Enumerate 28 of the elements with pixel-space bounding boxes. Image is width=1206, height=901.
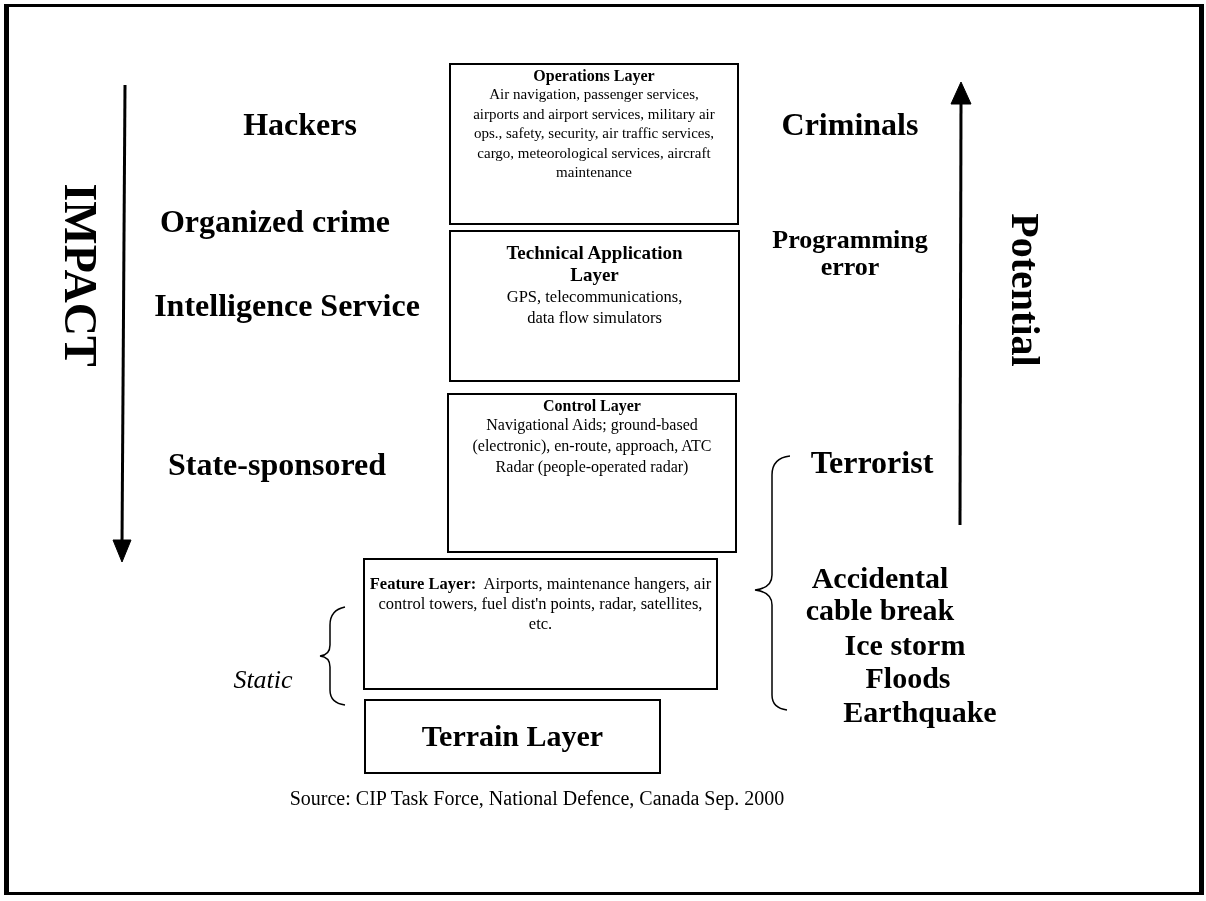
layer-box: [449, 230, 740, 382]
layer-box: [449, 63, 739, 225]
threat-label: Hackers: [243, 108, 357, 142]
threat-label: State-sponsored: [167, 448, 387, 482]
brace-label: Static: [233, 666, 293, 694]
threat-label: Floods: [865, 662, 951, 694]
threat-label: Earthquake: [843, 696, 997, 728]
threat-label: Terrorist: [810, 446, 934, 480]
layer-box: [363, 558, 718, 690]
layer-title: Control Layer: [542, 397, 642, 416]
layer-description: Air navigation, passenger services, airports and airport services, military air ops., safety, security, air traffic services, cargo, meteorological services, aircraft maintenance: [472, 85, 716, 183]
layer-title: Technical Application Layer: [505, 241, 684, 286]
threat-label: Criminals: [781, 108, 919, 142]
threat-label: Intelligence Service: [154, 289, 420, 323]
threat-label: Ice storm: [844, 629, 966, 661]
threat-label: Organized crime: [159, 205, 391, 239]
axis-title: IMPACT: [55, 183, 105, 367]
layer-box: [447, 393, 737, 553]
layer-title: Operations Layer: [532, 67, 656, 86]
threat-label: Accidental cable break: [804, 561, 956, 625]
layer-description: Feature Layer: Airports, maintenance hangers, air control towers, fuel dist'n points, radar, satellites, etc.: [369, 574, 712, 634]
threat-label: Programming error: [771, 225, 929, 281]
axis-title: Potential: [1004, 213, 1046, 367]
layer-description: GPS, telecommunications, data flow simulators: [505, 285, 684, 329]
layer-description: Navigational Aids; ground-based (electronic), en-route, approach, ATC Radar (people-operated radar): [471, 415, 713, 478]
layer-title: Terrain Layer: [421, 719, 604, 754]
caption: Source: CIP Task Force, National Defence, Canada Sep. 2000: [289, 786, 785, 810]
layer-box: [364, 699, 661, 774]
